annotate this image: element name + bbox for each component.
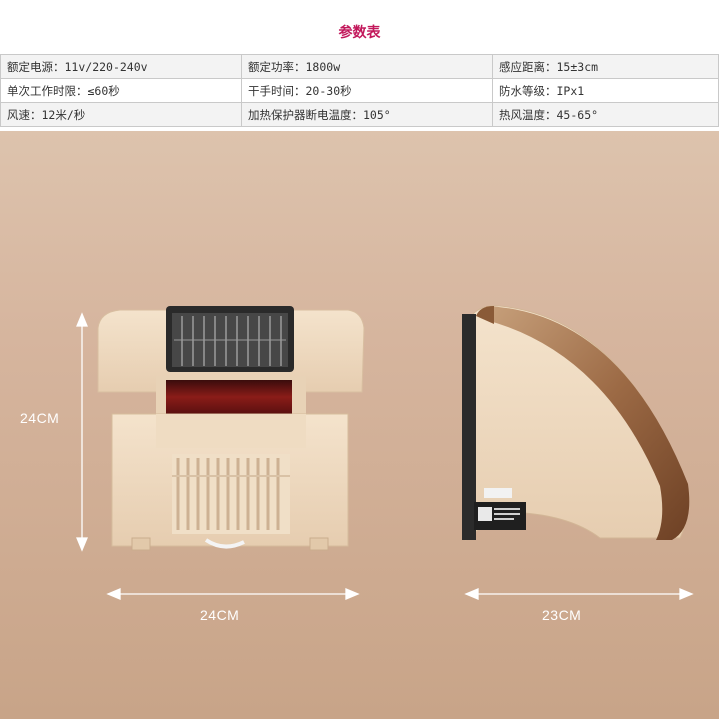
table-row: 风速：12米/秒 加热保护器断电温度：105° 热风温度：45-65° <box>0 102 719 127</box>
side-view <box>462 305 690 542</box>
front-width-label: 24CM <box>200 607 240 623</box>
spec-cell: 加热保护器断电温度：105° <box>241 102 493 127</box>
spec-cell: 单次工作时限：≤60秒 <box>0 78 242 103</box>
table-row: 单次工作时限：≤60秒 干手时间：20-30秒 防水等级：IPx1 <box>0 78 719 103</box>
table-row: 额定电源：11v/220-240v 额定功率：1800w 感应距离：15±3cm <box>0 54 719 79</box>
spec-cell: 额定电源：11v/220-240v <box>0 54 242 79</box>
spec-title: 参数表 <box>338 25 381 41</box>
front-height-label: 24CM <box>20 410 60 426</box>
front-view <box>97 306 365 551</box>
spec-cell: 干手时间：20-30秒 <box>241 78 493 103</box>
front-width-arrow <box>106 588 360 600</box>
spec-cell: 热风温度：45-65° <box>492 102 719 127</box>
spec-cell: 感应距离：15±3cm <box>492 54 719 79</box>
spec-table: 额定电源：11v/220-240v 额定功率：1800w 感应距离：15±3cm… <box>0 54 719 127</box>
spec-panel: 参数表 额定电源：11v/220-240v 额定功率：1800w 感应距离：15… <box>0 0 719 131</box>
spec-cell: 风速：12米/秒 <box>0 102 242 127</box>
height-arrow <box>76 312 88 552</box>
side-width-label: 23CM <box>542 607 582 623</box>
spec-cell: 防水等级：IPx1 <box>492 78 719 103</box>
side-width-arrow <box>464 588 694 600</box>
